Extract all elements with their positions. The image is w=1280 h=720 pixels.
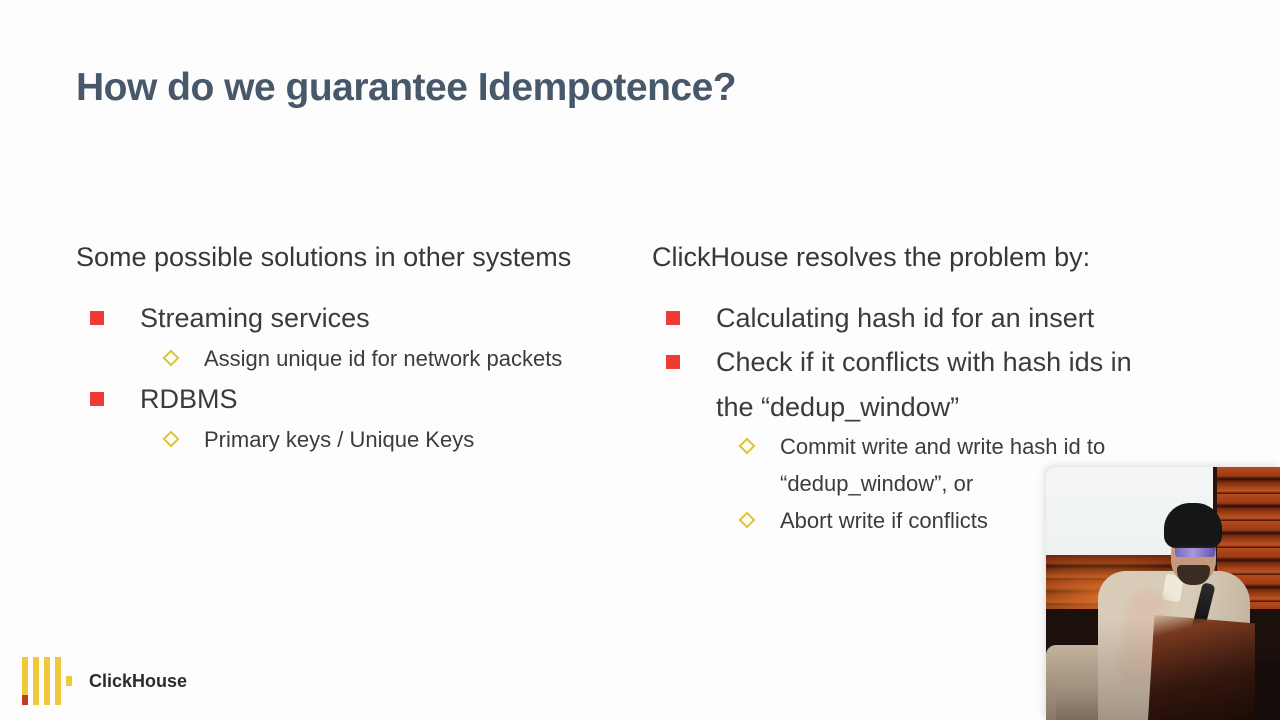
- webcam-overlay: [1046, 467, 1280, 720]
- bullet-text: Abort write if conflicts: [780, 508, 988, 533]
- clickhouse-logo-icon: [22, 657, 76, 705]
- bullet-square-icon: [666, 311, 680, 325]
- bullet-square-icon: [90, 311, 104, 325]
- bullet-item: Calculating hash id for an insert: [652, 296, 1094, 341]
- bullet-item: Commit write and write hash id to “dedup…: [652, 428, 1260, 502]
- clickhouse-logo-text: ClickHouse: [89, 670, 188, 691]
- bullet-text: Primary keys / Unique Keys: [204, 427, 475, 452]
- presenter-beard: [1177, 565, 1210, 585]
- bullet-diamond-icon: [738, 511, 756, 529]
- bullet-item: Check if it conflicts with hash ids in t…: [652, 340, 1236, 430]
- bullet-text: Streaming services: [140, 303, 370, 333]
- bullet-text: Assign unique id for network packets: [204, 346, 563, 371]
- bullet-item: Primary keys / Unique Keys: [76, 421, 474, 458]
- bullet-text: Check if it conflicts with hash ids in t…: [716, 347, 1132, 422]
- bullet-diamond-icon: [738, 437, 756, 455]
- bullet-square-icon: [666, 355, 680, 369]
- bullet-text: Commit write and write hash id to “dedup…: [780, 434, 1106, 496]
- bullet-text: RDBMS: [140, 384, 238, 414]
- presenter-head: [1164, 503, 1222, 593]
- bullet-item: Streaming services: [76, 296, 370, 341]
- laptop: [1148, 615, 1255, 720]
- bullet-item: RDBMS: [76, 377, 238, 422]
- right-column-header: ClickHouse resolves the problem by:: [652, 242, 1091, 272]
- bullet-item: Abort write if conflicts: [652, 502, 988, 539]
- glasses: [1175, 546, 1215, 557]
- bullet-item: Assign unique id for network packets: [76, 340, 562, 377]
- clickhouse-logo: ClickHouse: [22, 657, 187, 705]
- bullet-text: Calculating hash id for an insert: [716, 303, 1095, 333]
- bullet-diamond-icon: [162, 349, 180, 367]
- beanie-hat: [1164, 503, 1222, 548]
- bullet-diamond-icon: [162, 430, 180, 448]
- bullet-square-icon: [90, 392, 104, 406]
- page-title: How do we guarantee Idempotence?: [76, 66, 737, 109]
- left-column-header: Some possible solutions in other systems: [76, 242, 572, 272]
